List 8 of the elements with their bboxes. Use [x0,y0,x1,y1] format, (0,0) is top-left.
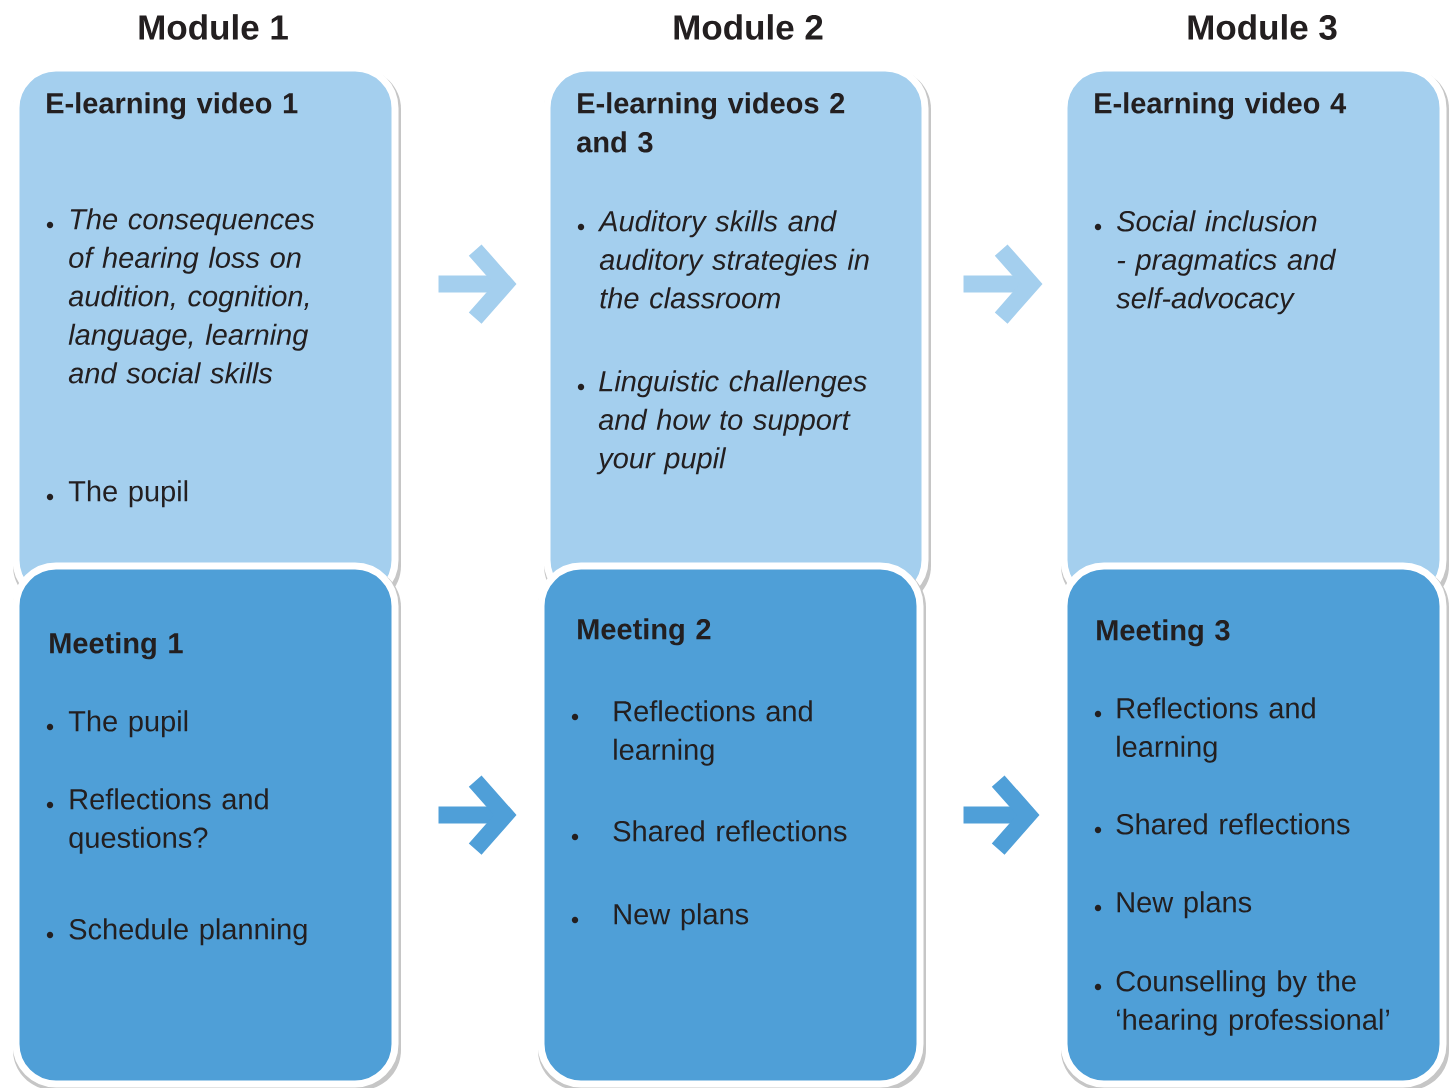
bullet-item: Linguistic challenges and how to support your pupil [577,370,867,475]
box-heading: E-learning video 4 [1095,92,1347,120]
bullet-item: The pupil [46,480,188,508]
bullet-item: Auditory skills and auditory strategies in the classroom [577,210,869,309]
bullet-item: The consequences of hearing loss on audition, cognition, language, learning and social skills [46,208,315,384]
bullet-item: Social inclusion - pragmatics and self-advocacy [1094,210,1337,315]
box-heading: E-learning videos 2 and 3 [577,92,845,153]
box-heading: E-learning video 1 [47,92,298,120]
